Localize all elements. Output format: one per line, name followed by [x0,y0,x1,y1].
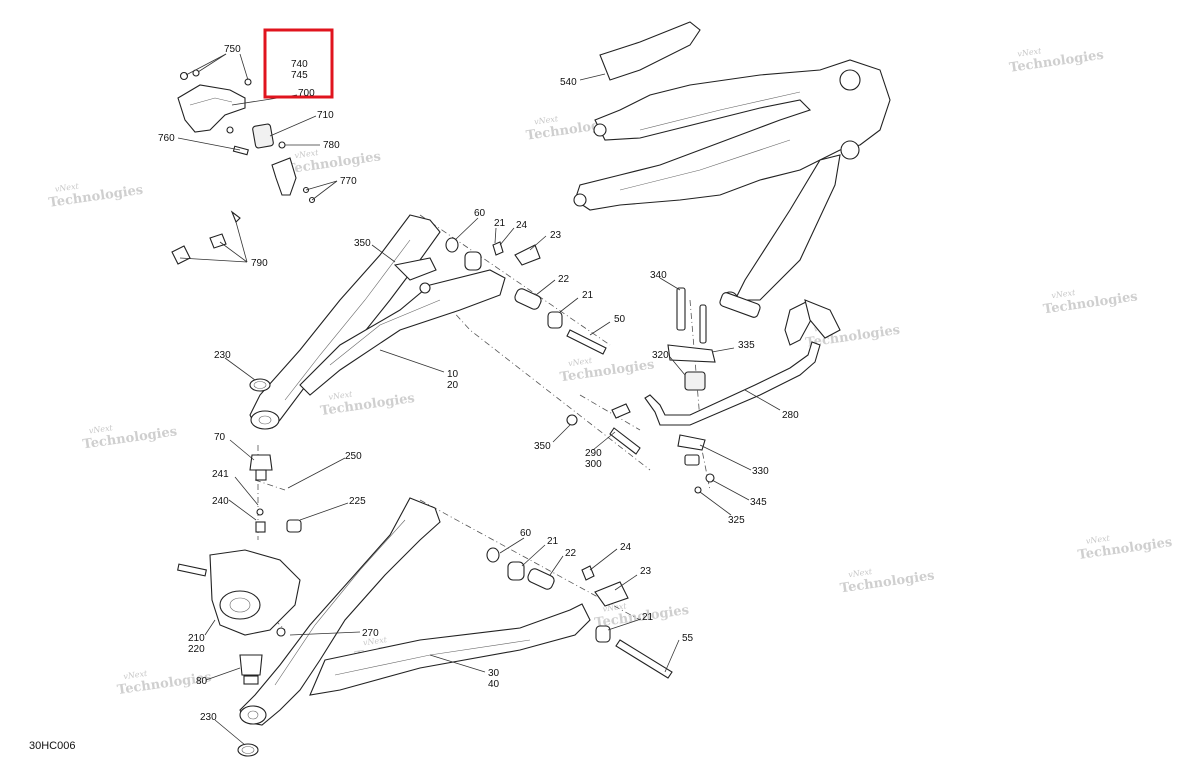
callout-241[interactable]: 241 [212,469,229,480]
callout-745[interactable]: 745 [291,70,308,81]
callout-21-lower-b[interactable]: 21 [642,612,654,623]
callout-280[interactable]: 280 [782,410,799,421]
callout-290[interactable]: 290 [585,448,602,459]
callout-230-upper[interactable]: 230 [214,350,231,361]
callout-10[interactable]: 10 [447,369,459,380]
callout-345[interactable]: 345 [750,497,767,508]
upper-bushings [445,237,607,426]
callout-22-upper[interactable]: 22 [558,274,570,285]
svg-text:vNext: vNext [1051,288,1077,300]
callout-22-lower[interactable]: 22 [565,548,577,559]
callout-21-upper-a[interactable]: 21 [494,218,506,229]
callout-320[interactable]: 320 [652,350,669,361]
diagram-code: 30HC006 [29,740,76,752]
callout-250[interactable]: 250 [345,451,362,462]
knuckle-assembly [177,454,302,685]
callout-270[interactable]: 270 [362,628,379,639]
mount-bracket-assembly [171,69,316,265]
callout-350-upper[interactable]: 350 [354,238,371,249]
trailing-arm-assembly [573,21,891,309]
callout-60-upper[interactable]: 60 [474,208,486,219]
callout-740[interactable]: 740 [291,59,308,70]
callout-335[interactable]: 335 [738,340,755,351]
upper-a-arm [249,214,506,430]
callout-350-lower[interactable]: 350 [534,441,551,452]
callout-21-lower-a[interactable]: 21 [547,536,559,547]
callout-700[interactable]: 700 [298,88,315,99]
lower-bushings [486,547,673,679]
callout-40[interactable]: 40 [488,679,500,690]
callout-70[interactable]: 70 [214,432,226,443]
callout-24-upper[interactable]: 24 [516,220,528,231]
svg-text:vNext: vNext [1017,46,1043,58]
callout-760[interactable]: 760 [158,133,175,144]
callout-20[interactable]: 20 [447,380,459,391]
svg-text:vNext: vNext [1085,533,1111,545]
leader-lines [177,53,781,746]
callout-340[interactable]: 340 [650,270,667,281]
lower-a-arm [239,497,591,726]
callout-240[interactable]: 240 [212,496,229,507]
callout-80[interactable]: 80 [196,676,208,687]
callout-540[interactable]: 540 [560,77,577,88]
callout-labels: 740 745 750 700 710 760 780 770 790 540 … [158,44,799,723]
callout-710[interactable]: 710 [317,110,334,121]
callout-770[interactable]: 770 [340,176,357,187]
svg-text:vNext: vNext [534,114,560,126]
callout-750[interactable]: 750 [224,44,241,55]
svg-text:vNext: vNext [123,669,149,681]
callout-55[interactable]: 55 [682,633,694,644]
svg-text:vNext: vNext [362,635,388,647]
circlips [237,378,271,757]
callout-790[interactable]: 790 [251,258,268,269]
callout-220[interactable]: 220 [188,644,205,655]
callout-230-lower[interactable]: 230 [200,712,217,723]
callout-325[interactable]: 325 [728,515,745,526]
callout-24-lower[interactable]: 24 [620,542,632,553]
callout-23-lower[interactable]: 23 [640,566,652,577]
callout-50[interactable]: 50 [614,314,626,325]
svg-text:vNext: vNext [568,356,594,368]
callout-300[interactable]: 300 [585,459,602,470]
callout-23-upper[interactable]: 23 [550,230,562,241]
svg-text:vNext: vNext [328,389,354,401]
highlight-box [263,28,334,99]
callout-780[interactable]: 780 [323,140,340,151]
callout-210[interactable]: 210 [188,633,205,644]
svg-text:vNext: vNext [54,182,80,194]
svg-text:vNext: vNext [294,148,320,160]
callout-30[interactable]: 30 [488,668,500,679]
callout-60-lower[interactable]: 60 [520,528,532,539]
svg-text:vNext: vNext [88,423,114,435]
sway-bar-assembly [609,287,841,494]
svg-text:vNext: vNext [848,567,874,579]
callout-21-upper-b[interactable]: 21 [582,290,594,301]
callout-225[interactable]: 225 [349,496,366,507]
callout-330[interactable]: 330 [752,466,769,477]
